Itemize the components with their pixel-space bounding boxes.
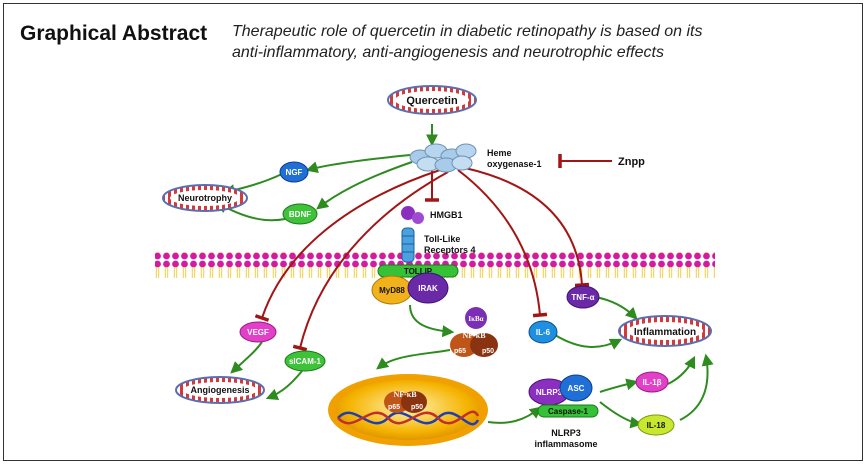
tlr-label-line1: Toll-Like xyxy=(424,234,460,244)
neurotrophy-node: Neurotrophy xyxy=(162,184,248,212)
myd88-label: MyD88 xyxy=(379,286,405,295)
vegf-node: VEGF xyxy=(239,321,277,343)
nuclear-p50-label: p50 xyxy=(411,404,423,411)
ngf-node: NGF xyxy=(279,161,309,183)
ikba-nfkb-complex: IκBα NF-κB p65 p50 xyxy=(450,307,498,357)
bdnf-label: BDNF xyxy=(289,210,311,219)
il18-node: IL-18 xyxy=(637,414,675,436)
il1b-label: IL-1β xyxy=(642,378,661,387)
bdnf-node: BDNF xyxy=(282,203,318,225)
angiogenesis-node: Angiogenesis xyxy=(175,376,265,404)
asc-label: ASC xyxy=(568,384,585,393)
p65-label: p65 xyxy=(454,348,466,355)
inhibition-lines xyxy=(254,154,612,352)
ngf-label: NGF xyxy=(286,168,303,177)
il6-node: IL-6 xyxy=(528,320,558,344)
neurotrophy-label: Neurotrophy xyxy=(178,193,232,203)
nuclear-nfkb: NF-κB p65 p50 xyxy=(384,390,427,413)
il1b-node: IL-1β xyxy=(635,371,669,393)
tnfa-node: TNF-α xyxy=(566,285,600,309)
tlr4-receptor: Toll-Like Receptors 4 xyxy=(401,227,476,263)
p50-label: p50 xyxy=(482,348,494,355)
irak-label: IRAK xyxy=(418,284,438,293)
il18-label: IL-18 xyxy=(647,421,666,430)
nfkb-label: NF-κB xyxy=(462,331,486,340)
subtitle-line-2: anti-inflammatory, anti-angiogenesis and… xyxy=(232,44,664,61)
il6-label: IL-6 xyxy=(536,328,551,337)
heme-label-line1: Heme xyxy=(487,148,512,158)
nuclear-p65-label: p65 xyxy=(388,404,400,411)
figure-subtitle: Therapeutic role of quercetin in diabeti… xyxy=(232,21,852,63)
vegf-label: VEGF xyxy=(247,328,269,337)
znpp-label: Znpp xyxy=(618,156,645,168)
nuclear-nfkb-label: NF-κB xyxy=(393,390,417,399)
tnfa-label: TNF-α xyxy=(571,293,594,302)
angiogenesis-label: Angiogenesis xyxy=(190,385,249,395)
quercetin-node: Quercetin xyxy=(387,85,477,115)
heme-oxygenase-cloud xyxy=(409,143,477,173)
inflammation-node: Inflammation xyxy=(618,315,712,347)
tollip-label: TOLLIP xyxy=(404,267,433,276)
nlrp3-label: NLRP3 xyxy=(536,388,563,397)
nlrp3-inflammasome: NLRP3 ASC Caspase-1 NLRP3 inflammasome xyxy=(528,374,599,449)
tollip-complex: TOLLIP MyD88 IRAK xyxy=(371,264,459,305)
figure-heading: Graphical Abstract xyxy=(20,22,208,45)
activation-arrows xyxy=(215,124,714,429)
ikba-label: IκBα xyxy=(468,315,483,323)
inflammation-label: Inflammation xyxy=(634,327,696,338)
heme-label-line2: oxygenase-1 xyxy=(487,159,542,169)
inflammasome-label-line1: NLRP3 xyxy=(551,428,581,438)
inflammasome-label-line2: inflammasome xyxy=(534,439,597,449)
sicam-label: sICAM-1 xyxy=(289,357,322,366)
sicam-node: sICAM-1 xyxy=(284,350,326,372)
tlr-label-line2: Receptors 4 xyxy=(424,245,476,255)
quercetin-label: Quercetin xyxy=(406,95,458,107)
hmgb1-label: HMGB1 xyxy=(430,210,463,220)
subtitle-line-1: Therapeutic role of quercetin in diabeti… xyxy=(232,23,703,40)
caspase-label: Caspase-1 xyxy=(548,407,589,416)
hmgb1-node: HMGB1 xyxy=(401,206,463,224)
